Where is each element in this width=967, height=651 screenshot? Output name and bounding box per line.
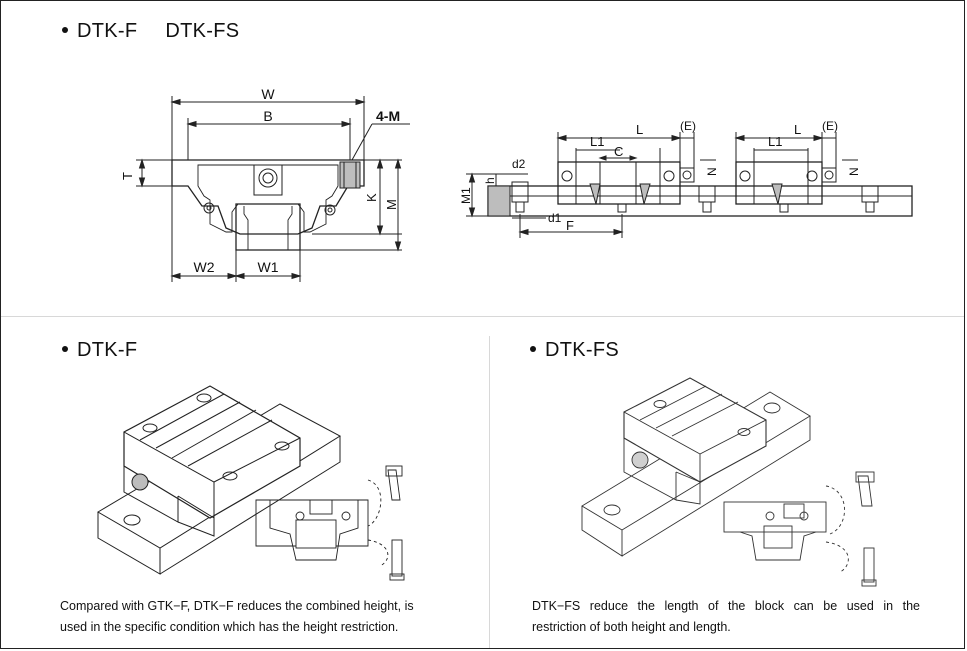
label-b: B <box>263 108 272 124</box>
right-caption-line1: DTK−FS reduce the length of the block ca… <box>532 599 920 613</box>
vertical-divider <box>489 336 490 648</box>
front-view-drawing: W B 4-M T K M W2 W1 <box>120 86 410 282</box>
left-panel-caption: Compared with GTK−F, DTK−F reduces the c… <box>60 596 480 638</box>
label-e-block2: (E) <box>822 119 838 133</box>
label-m: M <box>384 199 399 210</box>
horizontal-divider <box>1 316 964 317</box>
label-l1-block2: L1 <box>768 134 782 149</box>
left-caption-line2: used in the specific condition which has… <box>60 620 399 634</box>
label-f: F <box>566 218 574 233</box>
right-panel-heading: DTK-FS <box>530 339 619 362</box>
label-w: W <box>261 86 275 102</box>
label-l1: L1 <box>590 134 604 149</box>
left-heading-text: DTK-F <box>77 339 138 361</box>
label-c: C <box>614 144 623 159</box>
label-e: (E) <box>680 119 696 133</box>
label-l-block2: L <box>794 122 801 137</box>
label-m1: M1 <box>459 187 473 204</box>
left-caption-line1: Compared with GTK−F, DTK−F reduces the c… <box>60 599 414 613</box>
label-k: K <box>364 193 379 202</box>
right-caption-line2: restriction of both height and length. <box>532 620 731 634</box>
top-heading-secondary: DTK-FS <box>165 20 240 42</box>
bullet-icon <box>62 26 68 33</box>
bullet-icon <box>62 345 68 352</box>
left-panel-heading: DTK-F <box>62 339 137 362</box>
right-panel-caption: DTK−FS reduce the length of the block ca… <box>532 596 920 638</box>
label-d1: d1 <box>548 211 562 225</box>
side-view-drawing: L (E) L1 C N d2 h M1 d1 F L (E) L1 N <box>459 119 913 238</box>
label-4m: 4-M <box>376 108 400 124</box>
label-w2: W2 <box>194 259 215 275</box>
label-l: L <box>636 122 643 137</box>
top-heading: DTK-F DTK-FS <box>62 20 239 43</box>
label-n: N <box>705 167 719 176</box>
label-t: T <box>120 172 135 180</box>
bullet-icon <box>530 345 536 352</box>
right-heading-text: DTK-FS <box>545 339 620 361</box>
label-n-block2: N <box>847 167 861 176</box>
label-d2: d2 <box>512 157 526 171</box>
label-w1: W1 <box>258 259 279 275</box>
top-heading-main: DTK-F <box>77 20 138 42</box>
label-h: h <box>483 177 497 184</box>
